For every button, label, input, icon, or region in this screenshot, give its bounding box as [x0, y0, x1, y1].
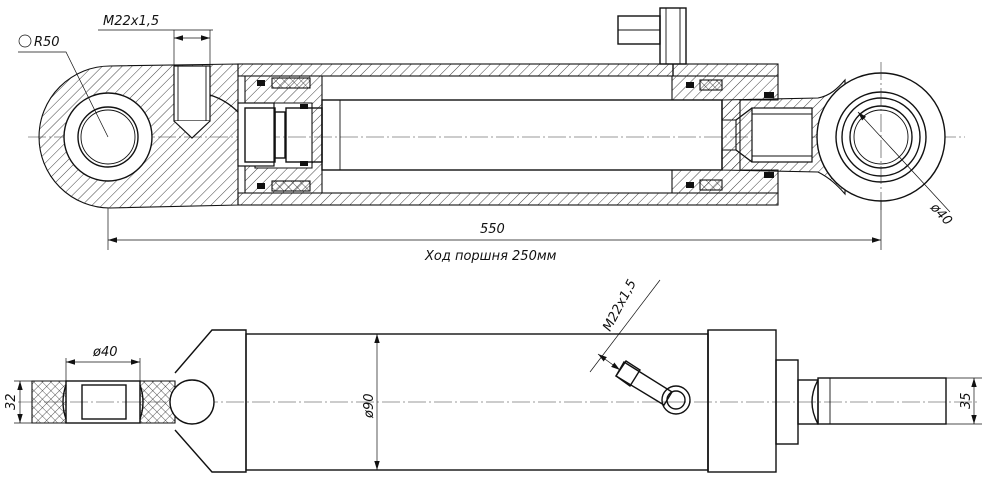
port-fitting-body [615, 361, 673, 406]
front-cap [707, 329, 777, 473]
angled-port-fitting [615, 360, 691, 415]
gland-collar-chamfer [811, 379, 819, 425]
barrel-dia-label: ø90 [362, 394, 377, 420]
port-fitting-ring [661, 385, 691, 415]
radius-leader [18, 51, 109, 138]
bottom-eye-bore-label: ø40 [92, 345, 118, 360]
bottom-exterior-view: ø40 32 ø90 M22x1,5 [4, 277, 982, 473]
length-label: 550 [480, 222, 505, 237]
top-bore-label: ø40 [926, 200, 954, 229]
gland-oring-bottom [686, 182, 694, 188]
piston-nut-bore [237, 102, 275, 167]
front-eye-dia-dim [857, 111, 951, 213]
rear-pin-circle [169, 379, 215, 425]
piston-rod [321, 99, 723, 171]
rear-eye-inner [77, 106, 139, 168]
rod-dia-label: 35 [959, 392, 974, 409]
rear-bearing-inner [81, 384, 127, 420]
rear-eye-inner-chamfer [80, 109, 136, 165]
gland-wiper-top [764, 92, 774, 98]
barrel-wall-bottom [237, 192, 779, 206]
piston-oring-bottom [257, 183, 265, 189]
bottom-thread-dim-line [597, 353, 621, 371]
rear-oil-channel [209, 94, 239, 113]
eye-width-label: 32 [4, 393, 19, 410]
barrel-wall-top [237, 63, 779, 77]
piston-oring-inner-bottom [300, 161, 308, 166]
piston-seal-top [271, 77, 311, 89]
front-port-boss [659, 7, 687, 65]
port-fitting-hex [615, 360, 641, 388]
rear-port-drill-tip [173, 120, 211, 139]
piston-nut-flats [274, 111, 286, 159]
radius-label: R50 [34, 35, 60, 50]
gland-oring-top [686, 82, 694, 88]
rod-end-chamfer [735, 107, 753, 163]
rear-bearing-outer [65, 380, 141, 424]
piston-oring-inner-top [300, 104, 308, 109]
gland-seal-bottom [699, 179, 723, 191]
radius-symbol [18, 34, 32, 48]
bottom-thread-label: M22x1,5 [600, 277, 640, 334]
rear-port-bore [173, 65, 211, 122]
piston-seal-bottom [271, 180, 311, 192]
top-sectional-view: R50 M22x1,5 ø40 550 Ход поршня 250мм [18, 7, 965, 264]
port-fitting-ring-inner [666, 390, 686, 410]
gland-wiper-bottom [764, 172, 774, 178]
top-thread-label: M22x1,5 [103, 14, 159, 29]
rear-bearing-right-ball [139, 384, 144, 420]
rear-bushing-section-left [31, 380, 67, 424]
gland-seal-top [699, 79, 723, 91]
piston-oring-top [257, 80, 265, 86]
rear-bearing-left-ball [62, 384, 67, 420]
stroke-label: Ход поршня 250мм [424, 249, 557, 264]
rod-end-thread-bore [751, 107, 813, 163]
piston-rod-exterior [817, 377, 947, 425]
